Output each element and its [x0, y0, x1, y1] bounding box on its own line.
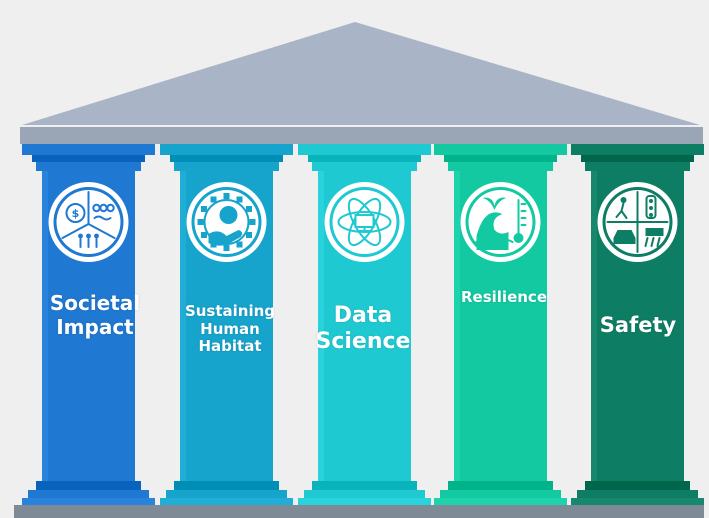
pillar-plinth	[434, 498, 567, 505]
pillar-capital	[298, 144, 431, 155]
pillar-base-neck	[585, 481, 690, 490]
pillar-capital-band	[308, 155, 421, 162]
roof	[22, 22, 700, 125]
pillar-plinth	[160, 498, 293, 505]
pillar-base-band	[28, 490, 149, 498]
pillar-base-neck	[36, 481, 141, 490]
pillar-base-band	[440, 490, 561, 498]
pillar-highlight	[591, 171, 597, 481]
traffic-safety-icon	[597, 182, 678, 262]
wave-thermometer-icon	[460, 182, 541, 262]
pillar-data-science	[298, 144, 431, 505]
pillar-base-neck	[312, 481, 417, 490]
pillar-safety	[571, 144, 704, 505]
atom-monitor-icon	[324, 182, 405, 262]
pillar-plinth	[571, 498, 704, 505]
label-data-science: Data Science	[315, 303, 411, 354]
label-safety: Safety	[599, 313, 677, 337]
earth-hand-icon	[186, 182, 267, 262]
pillar-capital	[160, 144, 293, 155]
pillar-plinth	[22, 498, 155, 505]
pillar-highlight	[180, 171, 186, 481]
entablature	[20, 127, 703, 144]
pillar-resilience	[434, 144, 567, 505]
community-icon: $	[48, 182, 129, 262]
pillar-capital	[434, 144, 567, 155]
pillar-capital-band	[444, 155, 557, 162]
pillar-base-band	[166, 490, 287, 498]
pillar-capital	[571, 144, 704, 155]
svg-text:$: $	[72, 207, 80, 220]
pillar-base-neck	[174, 481, 279, 490]
temple-base	[14, 505, 704, 518]
pillar-capital-band	[581, 155, 694, 162]
label-societal-impact: Societal Impact	[49, 291, 141, 339]
label-resilience: Resilience	[461, 288, 547, 306]
pillar-base-band	[577, 490, 698, 498]
pillar-capital-neck	[36, 162, 141, 171]
pillar-capital-neck	[585, 162, 690, 171]
pillar-societal-impact: $	[22, 144, 155, 505]
pillar-sustaining-human-habitat	[160, 144, 293, 505]
pillar-capital-band	[32, 155, 145, 162]
pillar-highlight	[454, 171, 460, 481]
pillar-highlight	[318, 171, 324, 481]
label-sustaining-human-habitat: Sustaining Human Habitat	[184, 302, 276, 356]
pillar-capital-neck	[174, 162, 279, 171]
pillar-highlight	[42, 171, 48, 481]
pillar-plinth	[298, 498, 431, 505]
pillar-base-band	[304, 490, 425, 498]
pillar-capital	[22, 144, 155, 155]
pillar-capital-neck	[448, 162, 553, 171]
pillar-base-neck	[448, 481, 553, 490]
pillar-capital-band	[170, 155, 283, 162]
pillar-capital-neck	[312, 162, 417, 171]
